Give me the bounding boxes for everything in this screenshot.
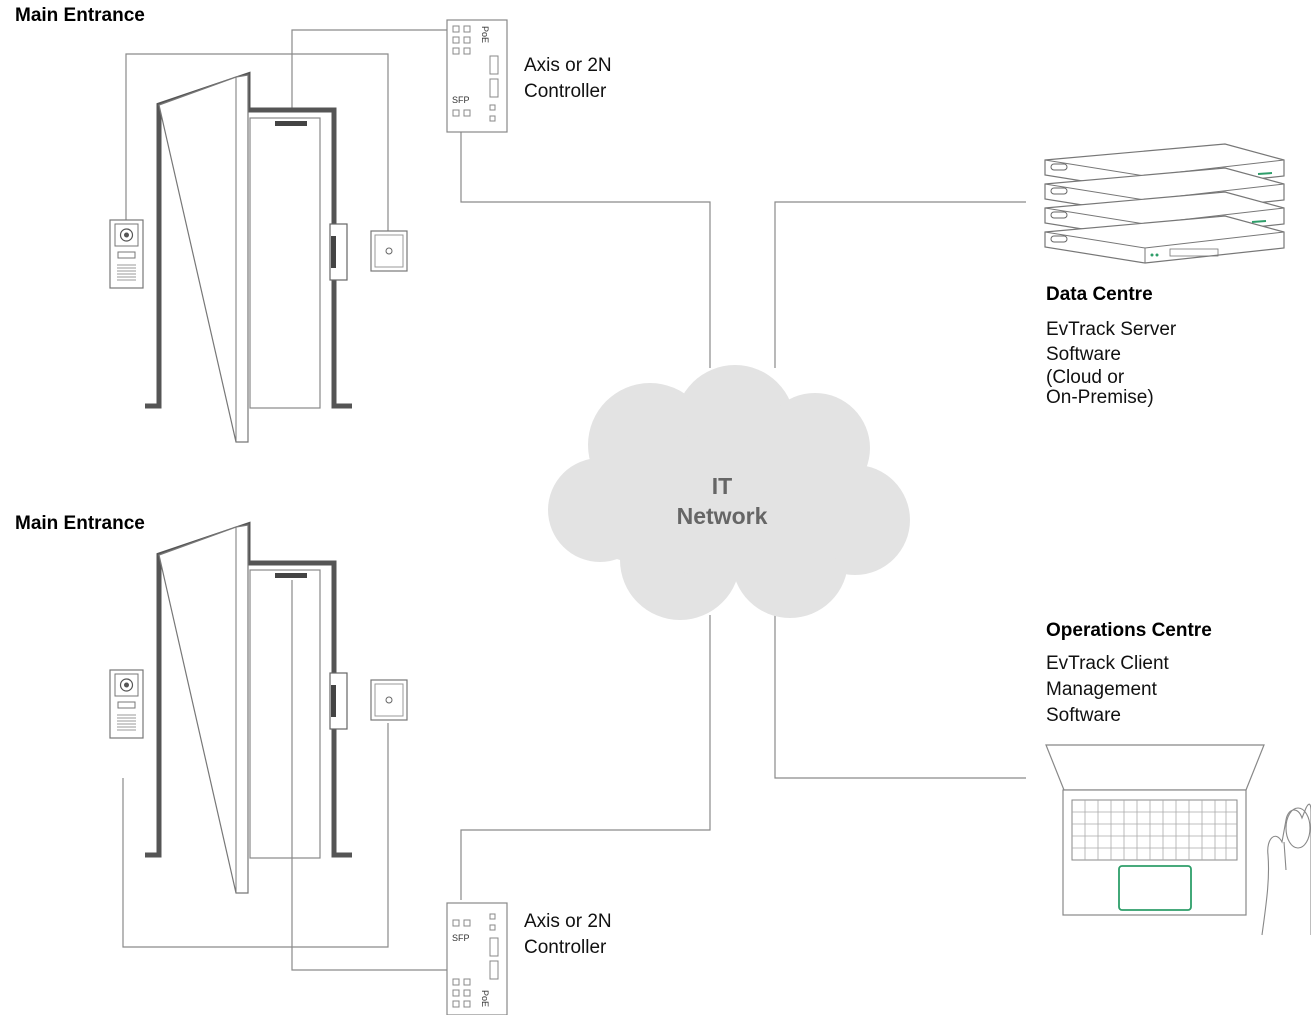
entrance-title-bottom: Main Entrance [15, 513, 145, 534]
operations-centre-title: Operations Centre [1046, 620, 1212, 641]
door-opening [249, 569, 321, 859]
laptop-icon [1045, 744, 1265, 916]
wire-controller-top-to-network [460, 132, 711, 368]
door-leaf [158, 524, 249, 894]
laptop-keyboard [1071, 799, 1238, 861]
controller-label-line1: Axis or 2N [524, 911, 612, 932]
description-line: (Cloud or [1046, 367, 1125, 388]
laptop-screen [1045, 744, 1265, 791]
door-bottom [145, 521, 352, 894]
data-centre-description: EvTrack Server Software (Cloud or On-Pre… [1046, 317, 1176, 407]
controller-label-bottom: Axis or 2N Controller [524, 909, 612, 961]
intercom-icon [109, 219, 144, 289]
port-label-poe: PoE [480, 990, 490, 1007]
wire-datacentre-to-network [774, 201, 1026, 368]
controller-device-top: PoE SFP [446, 19, 508, 133]
description-line: EvTrack Client [1046, 653, 1169, 674]
door-opening [249, 117, 321, 409]
port-label-sfp: SFP [452, 933, 470, 943]
wire-controller-bottom-to-network [460, 615, 711, 900]
server-rack-icon [1044, 143, 1285, 264]
network-label-line1: IT [711, 473, 733, 499]
network-label-line2: Network [676, 503, 768, 529]
port-label-sfp: SFP [452, 95, 470, 105]
connection-wires [122, 29, 1026, 971]
network-label: IT Network [640, 471, 804, 531]
wire-bottom-intercom [122, 723, 389, 948]
laptop-trackpad [1118, 865, 1192, 911]
description-line: Software [1046, 705, 1121, 726]
description-line: Management [1046, 679, 1157, 700]
wire-operations-to-network [774, 615, 1026, 779]
wire-bottom-lock [291, 580, 447, 971]
controller-label-line2: Controller [524, 937, 607, 958]
description-line: EvTrack Server [1046, 319, 1177, 340]
server-unit [1044, 215, 1285, 264]
controller-label-line1: Axis or 2N [524, 55, 612, 76]
door-closer [275, 573, 307, 578]
door-top [145, 71, 352, 443]
door-leaf [158, 74, 249, 443]
operations-centre-description: EvTrack Client Management Software [1046, 651, 1169, 729]
it-network-cloud [548, 365, 910, 620]
description-line: On-Premise) [1046, 387, 1154, 408]
hand-mouse-icon [1261, 803, 1311, 936]
wire-top-lock [291, 29, 447, 110]
description-line: Software [1046, 344, 1121, 365]
controller-label-top: Axis or 2N Controller [524, 53, 612, 105]
exit-button-icon [370, 230, 408, 272]
port-label-poe: PoE [480, 26, 490, 43]
exit-button-icon [370, 679, 408, 721]
data-centre-title: Data Centre [1046, 284, 1153, 305]
intercom-icon [109, 669, 144, 739]
door-closer [275, 121, 307, 126]
controller-device-bottom: SFP PoE [446, 902, 508, 1015]
entrance-title-top: Main Entrance [15, 5, 145, 26]
controller-label-line2: Controller [524, 81, 607, 102]
wire-top-intercom [125, 53, 389, 232]
